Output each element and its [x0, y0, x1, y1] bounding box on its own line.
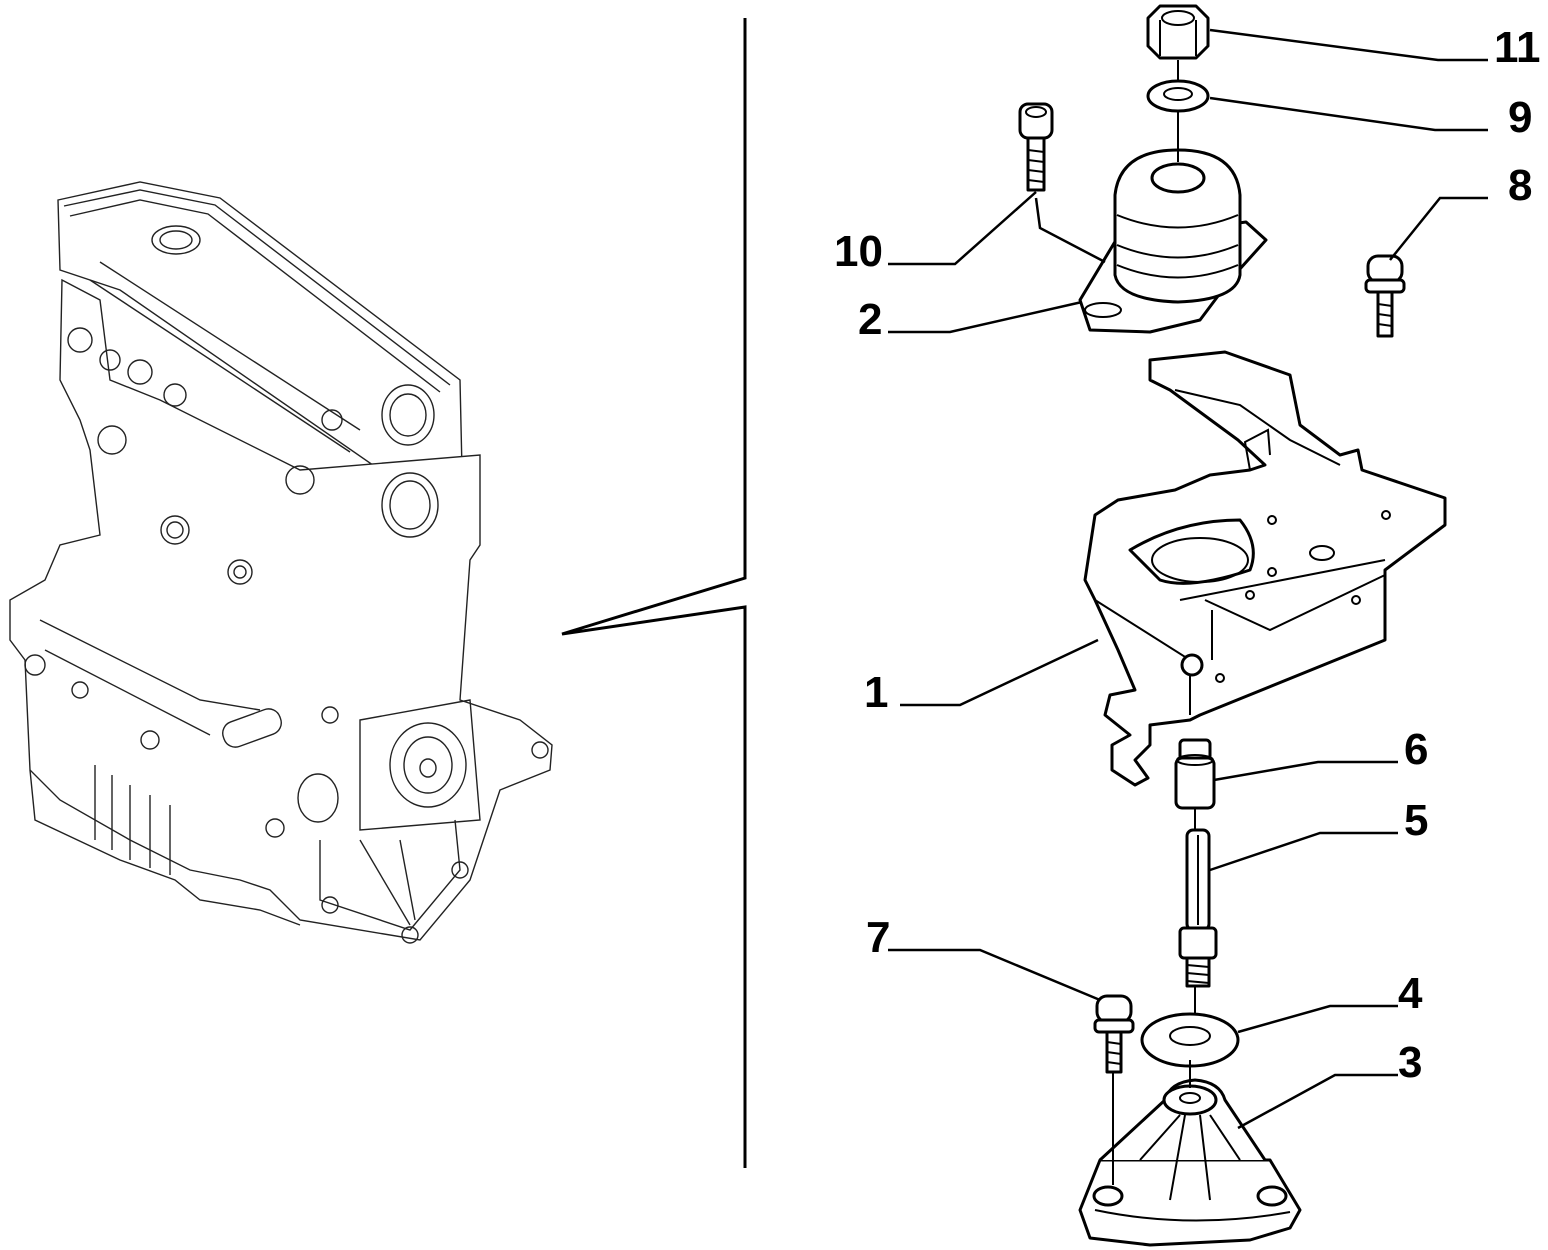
part-8-bolt	[1364, 254, 1406, 338]
part-10-bolt	[1018, 102, 1054, 192]
part-4-washer	[1140, 1012, 1240, 1068]
callout-4: 4	[1398, 969, 1423, 1018]
callout-6: 6	[1404, 725, 1428, 774]
callout-1: 1	[864, 668, 888, 717]
part-9-washer	[1146, 79, 1210, 113]
callout-3: 3	[1398, 1038, 1422, 1087]
part-6-sleeve	[1174, 738, 1216, 810]
part-2-engine-mount	[1078, 148, 1268, 334]
part-1-bracket	[1083, 350, 1447, 787]
part-5-stud	[1178, 828, 1218, 988]
leader-lines	[888, 28, 1488, 1185]
leader-4	[1237, 1004, 1398, 1034]
leader-2	[888, 300, 1083, 334]
leader-6	[1213, 760, 1398, 782]
leader-9	[1209, 96, 1488, 132]
callout-9: 9	[1508, 93, 1532, 142]
callout-7: 7	[866, 913, 890, 962]
leader-11	[1209, 28, 1488, 62]
leader-1	[900, 638, 1099, 707]
callout-10: 10	[834, 227, 883, 276]
leader-10	[888, 191, 1037, 266]
leader-5	[1209, 831, 1398, 872]
leader-8	[1389, 196, 1488, 261]
leader-10b	[1034, 197, 1106, 264]
callout-labels: 11 9 8 10 2 1 6 5 7 4 3	[834, 23, 1541, 1087]
leader-3	[1237, 1073, 1398, 1130]
engine-overview-illustration	[9, 181, 553, 944]
part-7-bolt	[1093, 994, 1135, 1074]
callout-11: 11	[1494, 23, 1541, 72]
part-3-base-bracket	[1078, 1078, 1302, 1247]
part-11-nut	[1146, 4, 1210, 60]
callout-2: 2	[858, 295, 882, 344]
separator-pointer	[561, 18, 747, 1168]
callout-5: 5	[1404, 796, 1428, 845]
leader-7	[888, 948, 1101, 1002]
callout-8: 8	[1508, 161, 1532, 210]
